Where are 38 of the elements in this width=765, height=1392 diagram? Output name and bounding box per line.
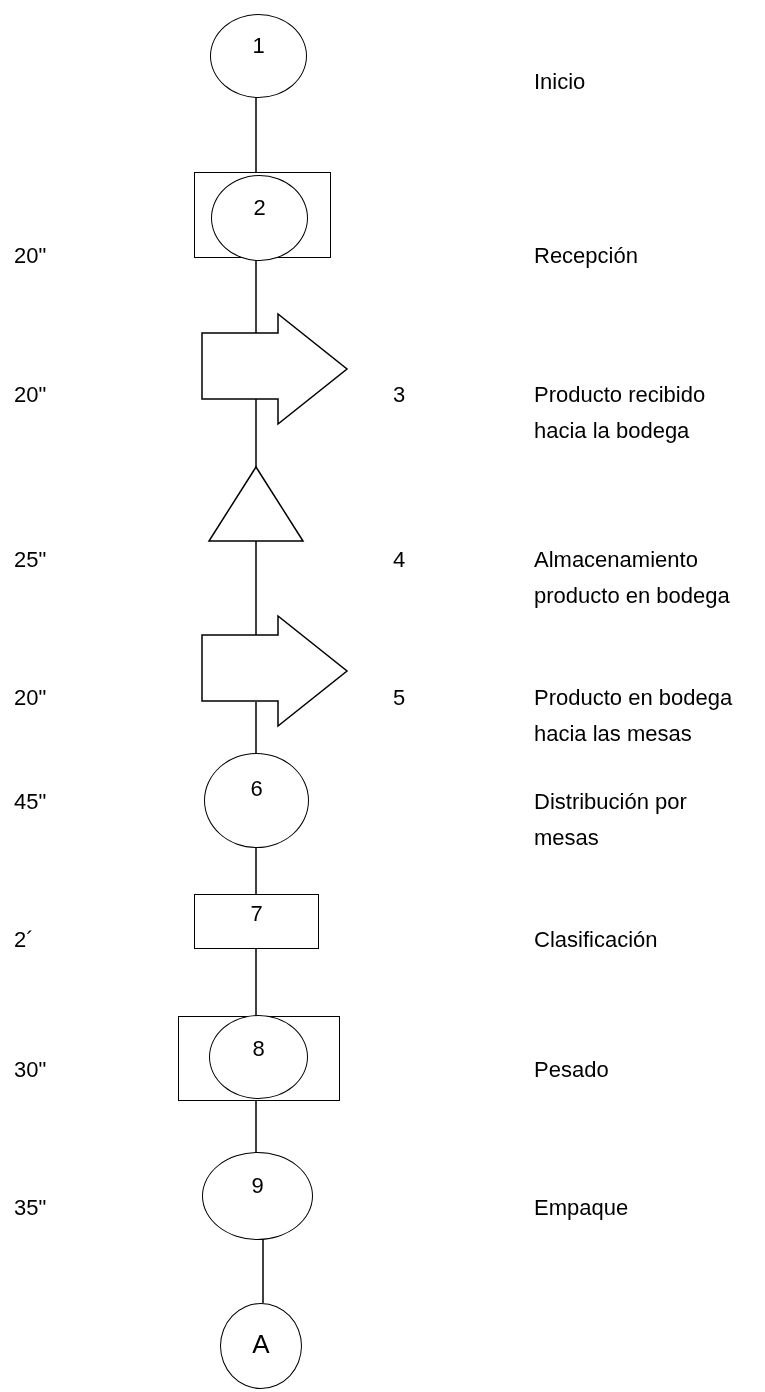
time-label: 20" [14, 684, 48, 712]
step-description: Producto recibido hacia la bodega [534, 381, 707, 445]
inspection-box [194, 172, 331, 258]
connector-line [255, 97, 257, 173]
connector-line [255, 1100, 257, 1153]
step-number: A [252, 1331, 270, 1357]
connector-line [255, 847, 257, 895]
connector-line [255, 701, 257, 754]
step-description: Recepción [534, 242, 639, 270]
connector-line [255, 540, 257, 637]
time-label: 30" [14, 1056, 48, 1084]
time-label: 2´ [14, 926, 35, 954]
step-number: 5 [393, 684, 407, 712]
step-description: Empaque [534, 1194, 630, 1222]
step-description: Clasificación [534, 926, 659, 954]
connector-line [255, 398, 257, 468]
step-description: Pesado [534, 1056, 610, 1084]
step-number: 2 [253, 197, 266, 219]
step-description: Producto en bodega hacia las mesas [534, 684, 734, 748]
step-description: Inicio [534, 68, 587, 96]
step-number: 7 [250, 902, 263, 925]
step-description: Almacenamiento producto en bodega [534, 546, 731, 610]
inspection-box [178, 1016, 340, 1101]
step-number: 9 [251, 1175, 264, 1197]
connector-line [255, 948, 257, 1017]
connector-line [262, 1239, 264, 1304]
step-number: 6 [250, 777, 263, 800]
time-label: 25" [14, 546, 48, 574]
step-number: 8 [252, 1038, 265, 1060]
time-label: 20" [14, 242, 48, 270]
time-label: 20" [14, 381, 48, 409]
time-label: 45" [14, 788, 48, 816]
process-box [194, 894, 319, 949]
step-description: Distribución por mesas [534, 788, 688, 852]
time-label: 35" [14, 1194, 48, 1222]
step-number: 1 [252, 35, 265, 57]
step-number: 4 [393, 546, 407, 574]
step-number: 3 [393, 381, 407, 409]
